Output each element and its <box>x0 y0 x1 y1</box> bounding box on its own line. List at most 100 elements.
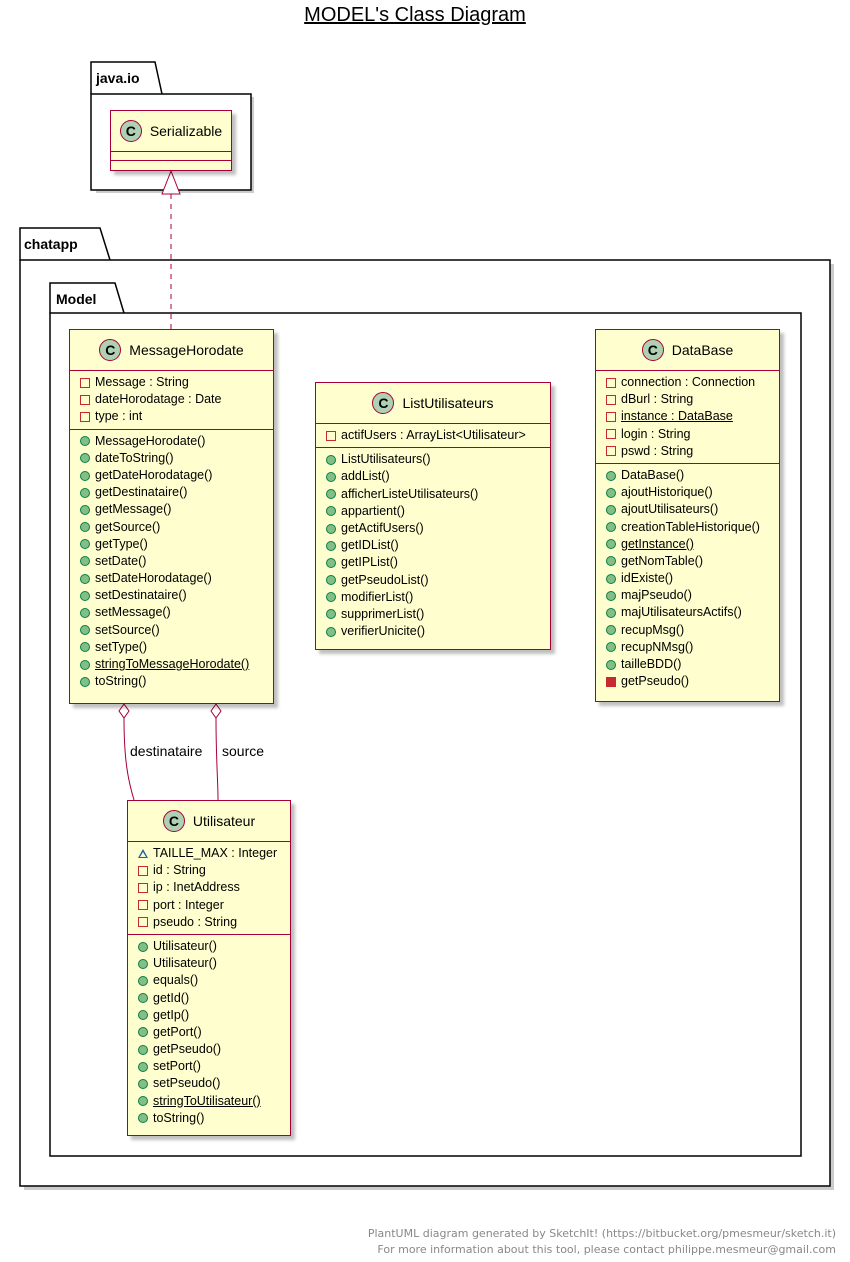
public-icon <box>326 592 336 603</box>
class-listutilisateurs[interactable]: C ListUtilisateurs actifUsers : ArrayLis… <box>315 382 551 650</box>
class-name: Utilisateur <box>192 813 256 829</box>
class-listutilisateurs-header: C ListUtilisateurs <box>316 383 550 424</box>
method-row: afficherListeUtilisateurs() <box>316 486 550 503</box>
methods-section: Utilisateur() Utilisateur() equals() get… <box>128 933 290 1130</box>
public-icon <box>80 676 90 687</box>
method-row: setPseudo() <box>128 1075 290 1092</box>
field-row: pswd : String <box>596 443 779 460</box>
method-row: Utilisateur() <box>128 938 290 955</box>
footer-line-2: For more information about this tool, pl… <box>377 1243 836 1256</box>
public-icon <box>606 573 616 584</box>
public-icon <box>138 1079 148 1090</box>
private-icon <box>138 917 148 928</box>
public-icon <box>138 975 148 986</box>
field-row: instance : DataBase <box>596 408 779 425</box>
aggregation-source <box>210 703 222 801</box>
public-icon <box>326 506 336 517</box>
method-row: setMessage() <box>70 604 273 621</box>
public-icon <box>80 436 90 447</box>
fields-section: actifUsers : ArrayList<Utilisateur> <box>316 424 550 447</box>
method-row: dateToString() <box>70 450 273 467</box>
public-icon <box>80 522 90 533</box>
field-row: TAILLE_MAX : Integer <box>128 845 290 862</box>
public-icon <box>80 659 90 670</box>
aggregation-destinataire <box>118 703 135 801</box>
method-row: getType() <box>70 536 273 553</box>
footer-line-1: PlantUML diagram generated by SketchIt! … <box>367 1227 836 1240</box>
method-row: getSource() <box>70 519 273 536</box>
class-serializable-fields <box>111 152 231 161</box>
method-row: tailleBDD() <box>596 656 779 673</box>
private-icon <box>606 411 616 422</box>
public-icon <box>80 625 90 636</box>
public-icon <box>80 504 90 515</box>
class-serializable[interactable]: C Serializable <box>110 110 232 171</box>
class-messagehorodate[interactable]: C MessageHorodate Message : String dateH… <box>69 329 274 704</box>
method-row: getInstance() <box>596 536 779 553</box>
public-icon <box>606 504 616 515</box>
public-icon <box>138 993 148 1004</box>
method-row: setDestinataire() <box>70 587 273 604</box>
public-icon <box>606 659 616 670</box>
public-icon <box>80 590 90 601</box>
class-database[interactable]: C DataBase connection : Connection dBurl… <box>595 329 780 702</box>
method-row: ajoutUtilisateurs() <box>596 501 779 518</box>
field-row: pseudo : String <box>128 914 290 931</box>
public-icon <box>138 1010 148 1021</box>
method-row: ListUtilisateurs() <box>316 451 550 468</box>
public-icon <box>138 1044 148 1055</box>
class-c-icon: C <box>372 392 395 414</box>
class-name: ListUtilisateurs <box>402 395 494 411</box>
method-row: getPseudoList() <box>316 572 550 589</box>
private-icon <box>80 411 90 422</box>
public-icon <box>80 453 90 464</box>
public-icon <box>326 454 336 465</box>
field-row: ip : InetAddress <box>128 879 290 896</box>
public-icon <box>138 941 148 952</box>
private-icon <box>606 377 616 388</box>
method-row: getId() <box>128 990 290 1007</box>
method-row: getDestinataire() <box>70 484 273 501</box>
class-name: MessageHorodate <box>129 342 244 358</box>
package-label-javaio: java.io <box>96 70 140 86</box>
public-icon <box>326 489 336 500</box>
field-row: login : String <box>596 426 779 443</box>
public-icon <box>80 539 90 550</box>
methods-section: MessageHorodate() dateToString() getDate… <box>70 428 273 694</box>
public-icon <box>138 1113 148 1124</box>
method-row: setDate() <box>70 553 273 570</box>
private-icon <box>606 429 616 440</box>
class-name: DataBase <box>671 342 734 358</box>
class-c-icon: C <box>641 339 664 361</box>
class-c-icon: C <box>162 810 185 832</box>
method-row: toString() <box>128 1110 290 1127</box>
methods-section: DataBase() ajoutHistorique() ajoutUtilis… <box>596 462 779 693</box>
field-row: actifUsers : ArrayList<Utilisateur> <box>316 427 550 444</box>
public-icon <box>80 608 90 619</box>
fields-section: Message : String dateHorodatage : Date t… <box>70 371 273 429</box>
package-visibility-icon <box>138 849 148 859</box>
method-row: getIp() <box>128 1007 290 1024</box>
public-icon <box>138 1027 148 1038</box>
method-row: creationTableHistorique() <box>596 519 779 536</box>
private-icon <box>80 377 90 388</box>
public-icon <box>326 575 336 586</box>
fields-section: TAILLE_MAX : Integer id : String ip : In… <box>128 842 290 934</box>
class-c-icon: C <box>119 120 142 142</box>
public-icon <box>326 540 336 551</box>
realization-arrow <box>161 169 181 329</box>
method-row: majPseudo() <box>596 587 779 604</box>
methods-section: ListUtilisateurs() addList() afficherLis… <box>316 447 550 643</box>
public-icon <box>138 1096 148 1107</box>
method-row: idExiste() <box>596 570 779 587</box>
public-icon <box>80 556 90 567</box>
fields-section: connection : Connection dBurl : String i… <box>596 371 779 463</box>
public-icon <box>326 557 336 568</box>
class-database-header: C DataBase <box>596 330 779 371</box>
class-utilisateur[interactable]: C Utilisateur TAILLE_MAX : Integer id : … <box>127 800 291 1136</box>
class-messagehorodate-header: C MessageHorodate <box>70 330 273 371</box>
public-icon <box>80 642 90 653</box>
private-icon <box>80 394 90 405</box>
method-row: getMessage() <box>70 501 273 518</box>
method-row: verifierUnicite() <box>316 623 550 640</box>
